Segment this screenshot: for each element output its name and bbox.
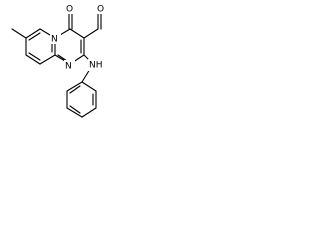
bond <box>66 107 83 118</box>
bond <box>81 107 97 118</box>
methyl-bond <box>11 28 27 39</box>
chemical-structure-diagram: O O N N NH <box>11 3 107 118</box>
bond <box>69 28 85 39</box>
bond <box>39 54 56 65</box>
bond <box>66 81 83 92</box>
double-bond-inner <box>69 105 81 114</box>
bridge-nitrogen-label: N <box>51 35 58 45</box>
aldehyde-bond <box>83 28 99 39</box>
ring-nitrogen-label: N <box>65 62 72 72</box>
double-bond-inner <box>28 52 41 61</box>
bond <box>81 81 97 92</box>
double-bond-inner <box>69 85 81 94</box>
double-bond-inner <box>28 32 41 41</box>
bond <box>25 28 41 39</box>
phenyl-ring <box>66 81 97 118</box>
carbonyl-oxygen-label: O <box>66 5 73 15</box>
bond <box>25 54 41 65</box>
aldehyde-oxygen-label: O <box>97 5 104 15</box>
amine-label: NH <box>89 61 103 71</box>
amine-bond <box>81 68 91 83</box>
